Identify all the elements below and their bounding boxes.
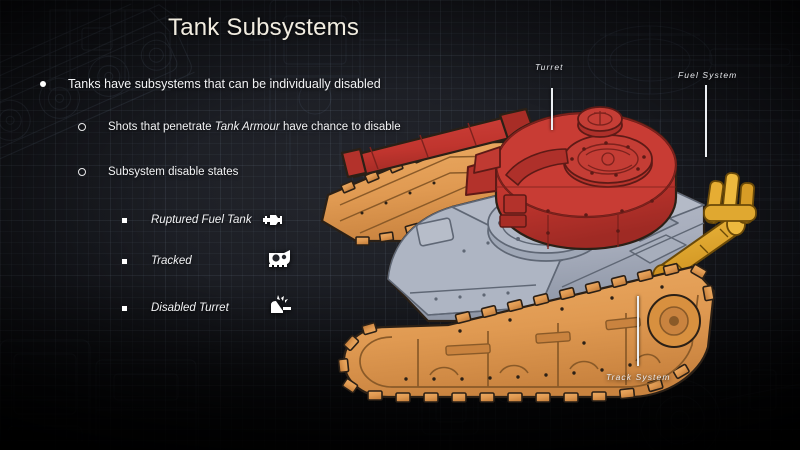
bullet-text-disable-states: Subsystem disable states — [108, 166, 239, 178]
callout-label-fuel-system: Fuel System — [678, 70, 738, 80]
state-item-tracked: Tracked — [122, 255, 192, 267]
state-label-fuel-tank: Ruptured Fuel Tank — [151, 214, 252, 226]
callout-leader-fuel-system — [705, 85, 707, 157]
bullet-marker-square — [122, 217, 127, 223]
engine-icon — [260, 208, 286, 232]
bullet-marker-circle — [78, 123, 86, 131]
bullet-item-level1: Tanks have subsystems that can be indivi… — [40, 77, 381, 91]
tank-illustration — [300, 55, 800, 430]
callout-label-turret: Turret — [535, 62, 564, 72]
state-item-disabled-turret: Disabled Turret — [122, 302, 229, 314]
bullet-text-penetration: Shots that penetrate Tank Armour have ch… — [108, 121, 401, 133]
penetration-emphasis: Tank Armour — [214, 121, 280, 133]
penetration-text-before: Shots that penetrate — [108, 121, 215, 133]
state-item-fuel-tank: Ruptured Fuel Tank — [122, 208, 286, 232]
bullet-marker-square — [122, 258, 127, 264]
track-icon — [268, 246, 294, 270]
callout-leader-track-system — [637, 296, 639, 366]
bullet-item-penetration: Shots that penetrate Tank Armour have ch… — [78, 121, 401, 133]
callout-label-track-system: Track System — [606, 372, 671, 382]
penetration-text-after: have chance to disable — [279, 121, 401, 133]
bullet-text-primary: Tanks have subsystems that can be indivi… — [68, 77, 381, 91]
callout-leader-turret — [551, 88, 553, 130]
bullet-marker-circle — [78, 168, 86, 176]
bullet-marker-disc — [40, 81, 46, 87]
bullet-item-disable-states: Subsystem disable states — [78, 166, 238, 178]
page-title: Tank Subsystems — [168, 14, 360, 41]
broken-turret-icon — [268, 293, 294, 317]
bullet-marker-square — [122, 305, 127, 311]
state-label-disabled-turret: Disabled Turret — [151, 302, 229, 314]
state-label-tracked: Tracked — [151, 255, 192, 267]
